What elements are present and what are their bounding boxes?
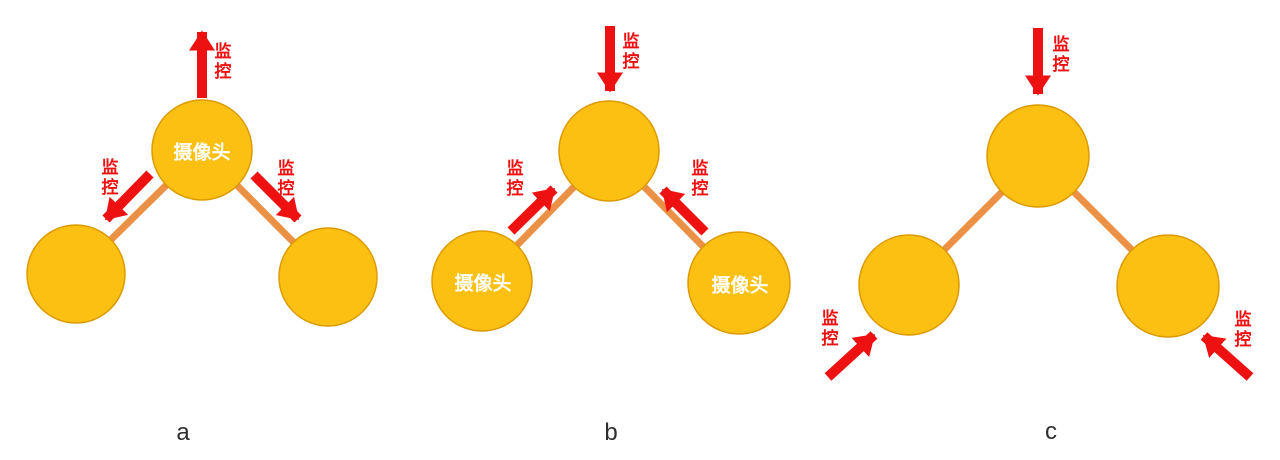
- arrow-b-up-right-icon: [507, 185, 558, 235]
- arrow-a-down-left-icon: [102, 170, 154, 223]
- arrow-b-up-left-icon: [659, 186, 709, 236]
- caption-c: c: [1045, 418, 1057, 445]
- node-c-bottom-left: [858, 234, 960, 336]
- monitor-label-a-up: 监控: [214, 42, 232, 81]
- arrow-a-down-right-icon: [250, 171, 302, 223]
- node-a-top: [151, 99, 253, 201]
- caption-b: b: [604, 419, 618, 446]
- monitor-label-b-left: 监控: [506, 159, 524, 198]
- panel-a: [26, 30, 378, 327]
- monitor-label-a-right: 监控: [277, 159, 295, 198]
- node-c-bottom-right: [1116, 234, 1220, 338]
- arrow-c-into-left-icon: [824, 331, 878, 381]
- camera-label-b-right: 摄像头: [711, 275, 769, 297]
- node-b-top: [558, 100, 660, 202]
- panel-b: [431, 26, 791, 335]
- caption-a: a: [176, 419, 190, 446]
- panel-c: [824, 28, 1254, 381]
- monitor-label-c-down: 监控: [1052, 35, 1070, 74]
- arrow-c-into-right-icon: [1200, 332, 1254, 381]
- monitor-label-c-left: 监控: [821, 309, 839, 348]
- monitor-label-a-left: 监控: [101, 158, 119, 197]
- node-c-top: [986, 104, 1090, 208]
- node-a-bottom-right: [278, 227, 378, 327]
- node-b-bottom-right: [687, 231, 791, 335]
- monitor-label-b-right: 监控: [691, 159, 709, 198]
- camera-label-a-top: 摄像头: [173, 142, 231, 164]
- node-b-bottom-left: [431, 230, 533, 332]
- monitor-label-c-right: 监控: [1234, 310, 1252, 349]
- camera-label-b-left: 摄像头: [454, 273, 512, 295]
- monitor-label-b-down: 监控: [622, 32, 640, 71]
- node-a-bottom-left: [26, 224, 126, 324]
